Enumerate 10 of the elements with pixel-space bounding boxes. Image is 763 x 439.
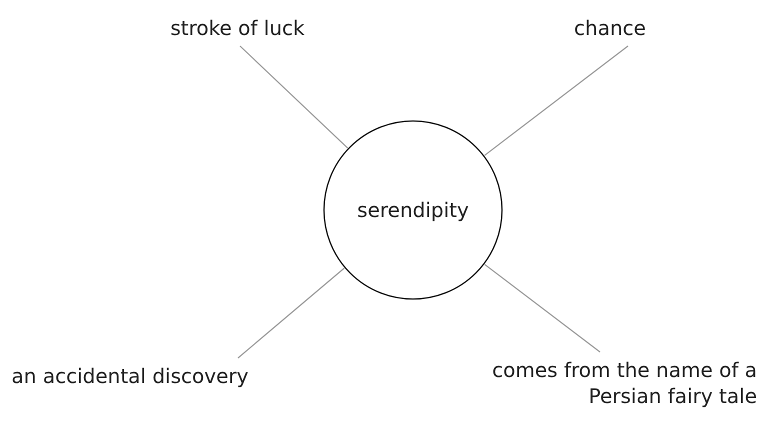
connector-line bbox=[240, 46, 348, 149]
connector-line bbox=[238, 268, 345, 358]
term-label: comes from the name of a Persian fairy tale bbox=[491, 357, 757, 409]
term-label: stroke of luck bbox=[170, 15, 305, 41]
connector-line bbox=[484, 46, 628, 156]
term-label: chance bbox=[574, 15, 646, 41]
concept-label: serendipity bbox=[357, 197, 469, 223]
concept-circle bbox=[323, 120, 503, 300]
term-label: an accidental discovery bbox=[12, 363, 248, 389]
connector-line bbox=[484, 264, 600, 352]
